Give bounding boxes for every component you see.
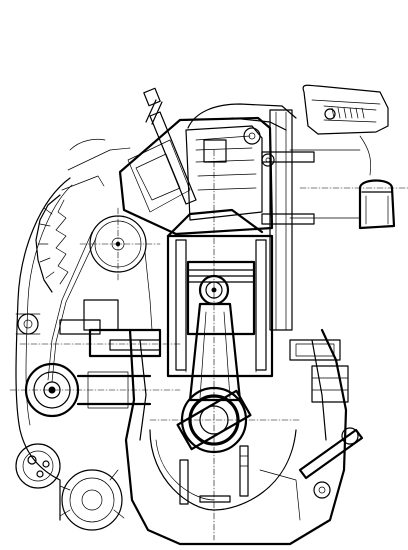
crank-pulley (9, 362, 181, 418)
cylinder-block (166, 234, 274, 378)
cylinder-head (118, 116, 274, 238)
fan-pulley (35, 194, 69, 293)
studs (179, 445, 249, 505)
valve-rocker-assembly (187, 103, 297, 167)
pushrod-housing (261, 109, 361, 331)
filler-cap (358, 179, 396, 230)
air-filter (302, 84, 389, 176)
timing-chain (47, 138, 153, 383)
left-accessories (15, 299, 181, 358)
connecting-rod (188, 302, 242, 402)
crankshaft (149, 386, 297, 511)
oil-pump-gears (15, 443, 125, 531)
camshaft-gear (79, 207, 161, 283)
spark-plug (127, 87, 197, 213)
center-lines (149, 149, 408, 541)
right-accessories (259, 339, 364, 521)
